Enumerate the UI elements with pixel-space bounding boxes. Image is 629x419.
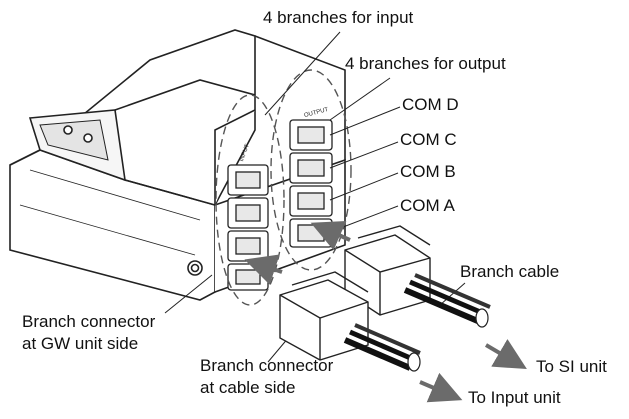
label-output-branches: 4 branches for output bbox=[345, 54, 506, 73]
label-branch-cable: Branch cable bbox=[460, 262, 560, 281]
label-com-a: COM A bbox=[400, 196, 455, 215]
output-port-column bbox=[289, 119, 333, 248]
input-group-ellipse bbox=[215, 94, 285, 306]
label-gw-connector-line1: Branch connector bbox=[22, 312, 156, 331]
label-com-c: COM C bbox=[400, 130, 457, 149]
label-gw-connector-line2: at GW unit side bbox=[22, 334, 139, 353]
leader-lines bbox=[164, 31, 466, 363]
output-group-ellipse bbox=[270, 69, 352, 271]
label-cable-connector-line1: Branch connector bbox=[200, 356, 334, 375]
label-input-branches: 4 branches for input bbox=[263, 8, 414, 27]
label-to-si-unit: To SI unit bbox=[536, 357, 607, 376]
label-com-d: COM D bbox=[402, 95, 459, 114]
label-cable-connector-line2: at cable side bbox=[200, 378, 296, 397]
branch-cable-input bbox=[343, 323, 421, 372]
input-port-column bbox=[227, 164, 269, 291]
label-to-input-unit: To Input unit bbox=[468, 388, 561, 407]
label-com-b: COM B bbox=[400, 162, 456, 181]
branch-cable-output bbox=[403, 273, 491, 328]
direction-arrows bbox=[244, 220, 527, 403]
